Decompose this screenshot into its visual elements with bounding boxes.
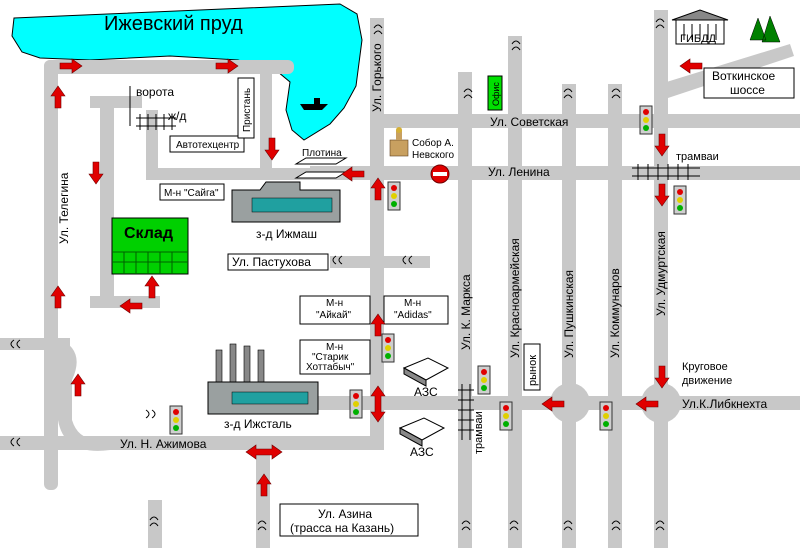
starik-label-1: М-н — [326, 342, 343, 353]
street-sovetskaya: Ул. Советская — [490, 115, 568, 129]
traffic-lights — [169, 105, 687, 435]
ofis-building — [487, 75, 503, 111]
krugovoe-label: Круговое — [682, 361, 728, 373]
azs-icon — [402, 357, 450, 387]
aikai-label-1: М-н — [326, 298, 343, 309]
label-boxes — [159, 67, 795, 537]
direction-arrow-left — [119, 298, 143, 314]
cathedral-icon — [389, 127, 409, 157]
direction-arrow-up — [370, 313, 386, 337]
pond-label: Ижевский пруд — [104, 13, 243, 35]
traffic-light-icon — [381, 333, 395, 363]
street-lenina: Ул. Ленина — [488, 165, 550, 179]
direction-arrow-down — [88, 161, 104, 185]
sklad-label: Склад — [124, 225, 173, 242]
rail-tracks — [129, 86, 700, 440]
gibdd-label: ГИБДД — [680, 33, 717, 45]
direction-arrow-up — [256, 473, 272, 497]
street-pushkinskaya: Ул. Пушкинская — [562, 270, 576, 358]
direction-arrow-down — [264, 137, 280, 161]
street-liebknecht: Ул.К.Либкнехта — [682, 397, 767, 411]
traffic-light-icon — [499, 401, 513, 431]
izhstal-factory-icon — [207, 343, 319, 415]
direction-arrow-up — [70, 373, 86, 397]
zhd-label: ж/д — [168, 109, 186, 123]
street-azina-sub: (трасса на Казань) — [290, 521, 394, 535]
direction-arrow-right — [215, 58, 239, 74]
traffic-light-icon — [349, 389, 363, 419]
street-azhimova: Ул. Н. Ажимова — [120, 437, 207, 451]
azs-icon-2 — [398, 417, 446, 447]
azs-label-2: АЗС — [410, 445, 434, 459]
traffic-light-icon — [169, 405, 183, 435]
starik-label-2: "Старик — [312, 352, 349, 363]
street-udmurtskaya: Ул. Удмуртская — [654, 231, 668, 316]
tramvai-label-2: трамваи — [473, 411, 485, 454]
tramvai-label: трамваи — [676, 151, 719, 163]
street-pastukhova: Ул. Пастухова — [232, 255, 311, 269]
krugovoe-label-2: движение — [682, 375, 732, 387]
two-way-arrow — [370, 385, 386, 423]
direction-arrow-down — [654, 183, 670, 207]
izhmash-factory-icon — [231, 181, 341, 223]
direction-arrow-left — [679, 58, 703, 74]
pond — [11, 3, 363, 141]
ofis-label: Офис — [491, 82, 501, 106]
street-kommunarov: Ул. Коммунаров — [608, 268, 622, 358]
aikai-label-2: "Айкай" — [316, 310, 352, 321]
izhstal-label: з-д Ижсталь — [224, 417, 292, 431]
street-krasnoarm: Ул. Красноармейская — [508, 238, 522, 358]
sobor-label-2: Невского — [412, 150, 454, 161]
traffic-light-icon — [673, 185, 687, 215]
adidas-label-1: М-н — [404, 298, 421, 309]
vorota-label: ворота — [136, 85, 174, 99]
traffic-light-icon — [387, 181, 401, 211]
avtotekh-label: Автотехцентр — [176, 140, 240, 151]
boat-icon — [300, 98, 328, 110]
direction-arrow-left — [341, 166, 365, 182]
direction-arrow-right — [59, 58, 83, 74]
pristan-label: Пристань — [242, 88, 253, 132]
adidas-label-2: "Adidas" — [394, 310, 432, 321]
votkinskoe-label-2: шоссе — [730, 83, 765, 97]
roads — [0, 10, 800, 548]
direction-arrow-up — [370, 177, 386, 201]
saiga-label: М-н "Сайга" — [164, 188, 219, 199]
direction-arrow-left — [635, 396, 659, 412]
gibdd-building-icon — [671, 9, 729, 45]
direction-arrow-left — [541, 396, 565, 412]
traffic-light-icon — [599, 401, 613, 431]
traffic-light-icon — [477, 365, 491, 395]
street-azina: Ул. Азина — [318, 507, 372, 521]
street-gorkogo: Ул. Горького — [370, 43, 384, 112]
two-way-arrow — [245, 444, 283, 460]
plotina-label: Плотина — [302, 148, 342, 159]
road-break-marks — [10, 18, 665, 531]
sklad-building — [111, 217, 189, 275]
street-telegina: Ул. Телегина — [57, 172, 71, 244]
traffic-light-icon — [639, 105, 653, 135]
rynok-label: рынок — [527, 355, 539, 386]
direction-arrow-down — [654, 133, 670, 157]
direction-arrow-up — [144, 275, 160, 299]
trees-icon — [749, 15, 781, 43]
street-k-marksa: Ул. К. Маркса — [459, 274, 473, 350]
starik-label-3: Хоттабыч" — [306, 361, 355, 373]
direction-arrow-down — [654, 365, 670, 389]
votkinskoe-label: Воткинское — [712, 69, 776, 83]
direction-arrow-up — [50, 85, 66, 109]
azs-label: АЗС — [414, 385, 438, 399]
sobor-label: Собор А. — [412, 137, 454, 149]
direction-arrows — [50, 58, 703, 497]
no-entry-sign-icon — [430, 164, 450, 184]
izhmash-label: з-д Ижмаш — [256, 227, 317, 241]
direction-arrow-up — [50, 285, 66, 309]
